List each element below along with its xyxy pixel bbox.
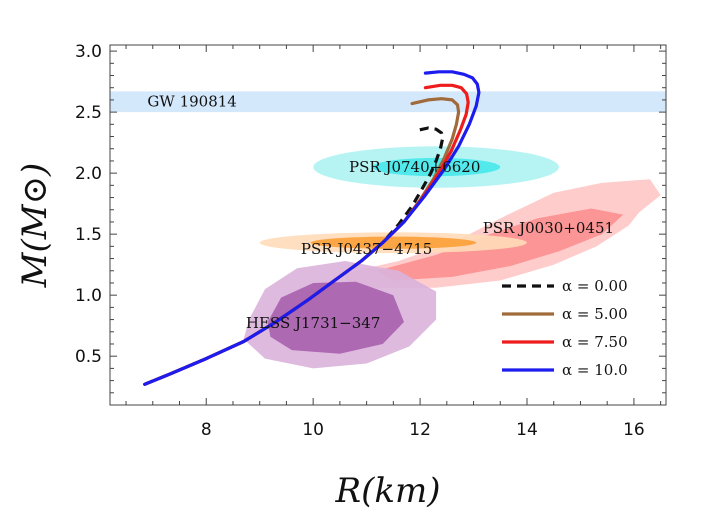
curves: [143, 70, 481, 386]
series-line-3: [143, 70, 481, 386]
legend-label: α = 0.00: [562, 277, 628, 295]
y-tick-label: 3.0: [75, 42, 102, 62]
region-inner-2: [310, 236, 477, 249]
ticks: 8 10 12 14 16 0.5 1.0 1.5 2.0 2.5 3.0: [75, 42, 666, 440]
gw-band-label: GW 190814: [147, 93, 236, 111]
region-label-3: HESS J1731−347: [246, 314, 380, 332]
region-label-2: PSR J0437−4715: [301, 240, 432, 258]
legend-label: α = 10.0: [562, 361, 628, 379]
bands: GW 190814: [110, 91, 666, 113]
regions: [243, 146, 661, 369]
x-axis-title: R(km): [335, 471, 441, 511]
legend: α = 0.00 α = 5.00 α = 7.50 α = 10.0: [502, 277, 628, 379]
region-inner-3: [267, 281, 404, 354]
region-label-0: PSR J0740+6620: [349, 158, 480, 176]
y-tick-label: 2.5: [75, 103, 102, 123]
legend-label: α = 5.00: [562, 305, 628, 323]
y-axis-title: M(M⊙): [15, 163, 55, 289]
x-tick-label: 12: [409, 420, 431, 440]
y-tick-label: 1.5: [75, 225, 102, 245]
gw-band: [110, 91, 666, 113]
plot-frame: [109, 44, 667, 406]
legend-label: α = 7.50: [562, 333, 628, 351]
x-tick-label: 16: [623, 420, 645, 440]
x-tick-label: 10: [302, 420, 324, 440]
region-inner-0: [372, 157, 501, 177]
x-tick-label: 14: [516, 420, 538, 440]
y-tick-label: 0.5: [75, 347, 102, 367]
y-tick-label: 2.0: [75, 164, 102, 184]
region-label-1: PSR J0030+0451: [483, 219, 614, 237]
x-tick-label: 8: [201, 420, 212, 440]
y-tick-label: 1.0: [75, 286, 102, 306]
